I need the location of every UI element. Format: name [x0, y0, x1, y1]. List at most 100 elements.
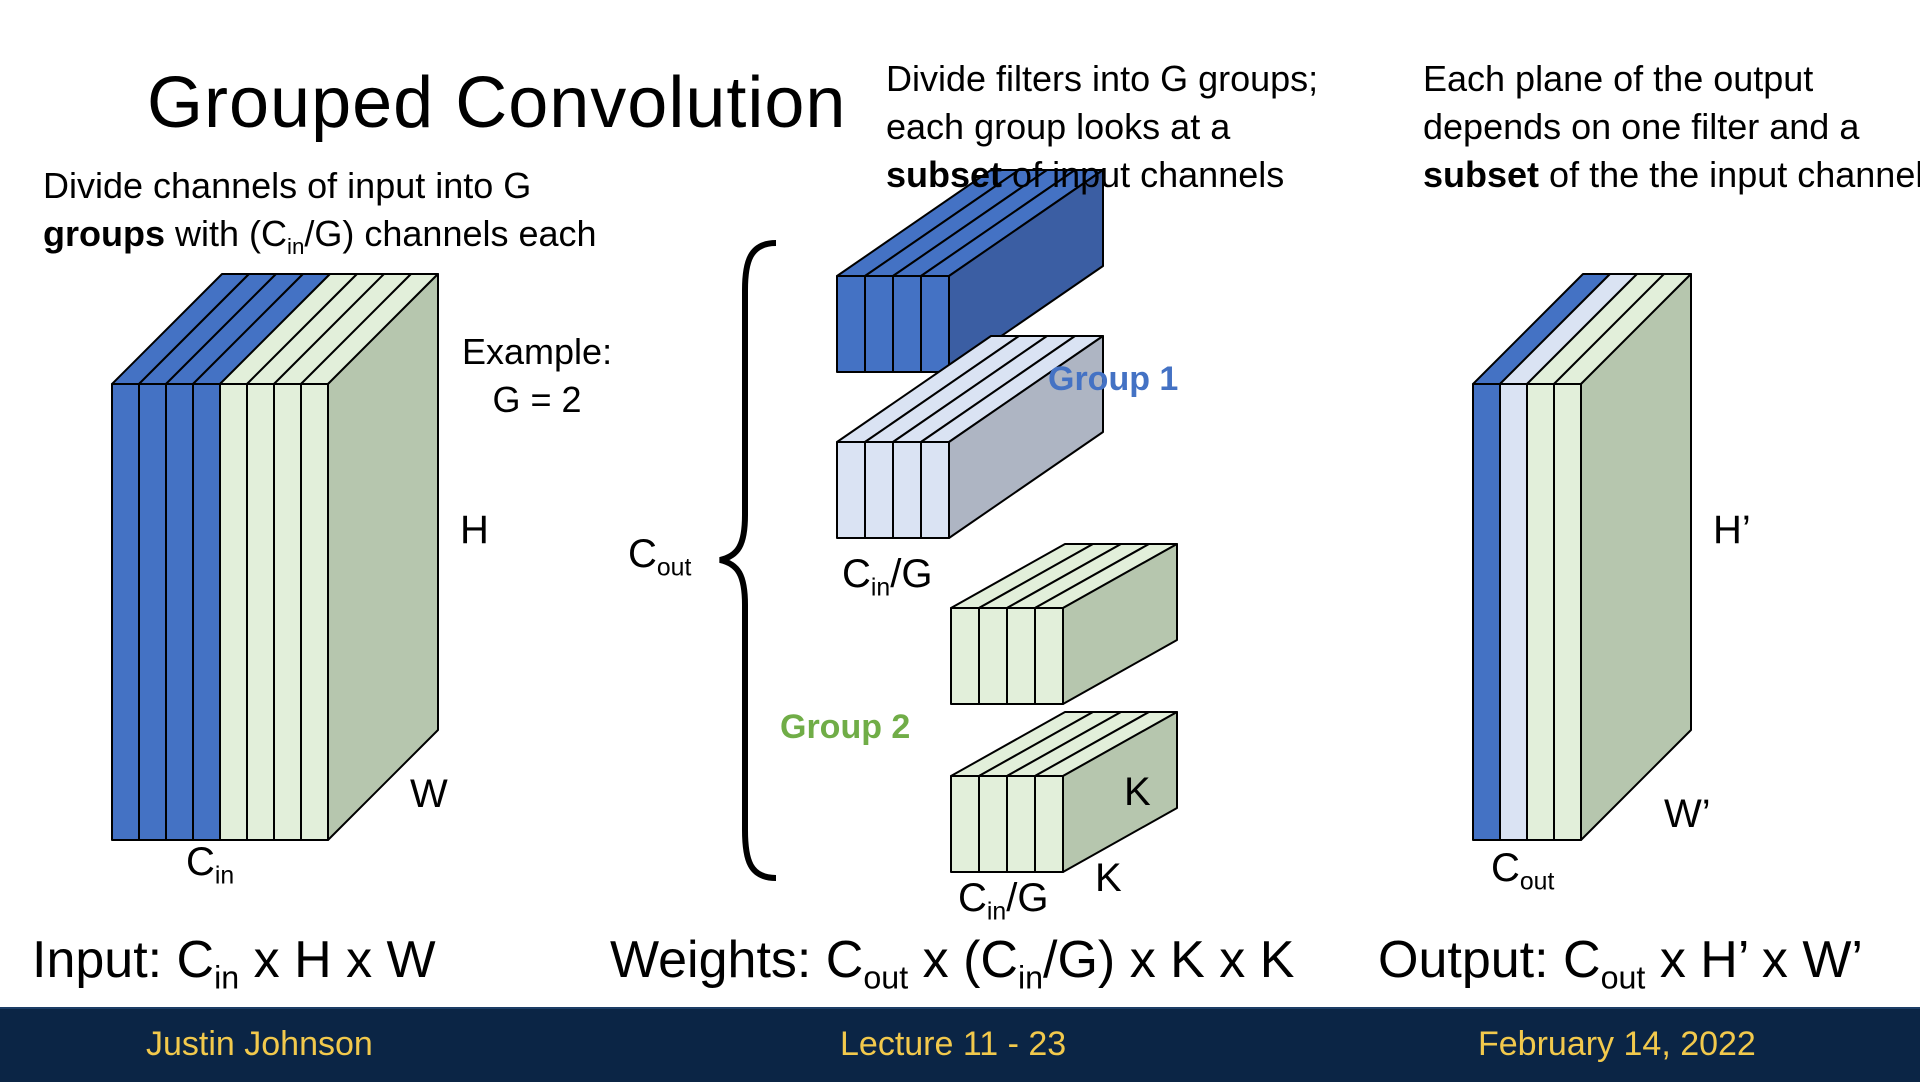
kernel-height-label: K: [1124, 770, 1151, 814]
subscript: in: [214, 959, 240, 996]
grouped-convolution-diagram: [111, 169, 1692, 881]
output-channels-label: Cout: [1491, 846, 1554, 897]
input-width-label: W: [410, 772, 448, 816]
filter-3-slice-front: [978, 607, 1008, 705]
example-box: Example: G = 2: [462, 328, 612, 424]
filter-count-label: Cout: [628, 532, 691, 583]
subscript: out: [863, 959, 909, 996]
filter-3-slice-front: [1006, 607, 1036, 705]
label-text: C: [628, 532, 657, 576]
caption-line: Divide channels of input into G: [43, 165, 532, 206]
filter-1-side: [948, 169, 1104, 373]
filter-2-side: [948, 335, 1104, 539]
input-slice-front: [246, 383, 275, 841]
group-1-label: Group 1: [1048, 360, 1179, 398]
formula-text: Weights: C: [610, 931, 864, 989]
label-text: C: [1491, 846, 1520, 890]
output-side: [1580, 273, 1692, 841]
footer-author: Justin Johnson: [146, 1025, 373, 1063]
output-width-label: W’: [1664, 792, 1711, 836]
footer-date: February 14, 2022: [1478, 1025, 1756, 1063]
filter-4-side: [1062, 711, 1178, 873]
caption-bold: subset: [886, 154, 1003, 195]
input-side: [327, 273, 439, 841]
caption-output-planes: Each plane of the output depends on one …: [1423, 55, 1920, 199]
output-slice-front: [1553, 383, 1582, 841]
filter-2-slice-front: [920, 441, 950, 539]
input-slice-front: [219, 383, 248, 841]
subscript: in: [214, 862, 235, 890]
caption-line: subset of input channels: [886, 151, 1318, 199]
caption-line: Divide filters into G groups;: [886, 58, 1319, 99]
label-text: C: [958, 876, 987, 920]
kernel-depth-label: Cin/G: [958, 876, 1048, 927]
input-shape-formula: Input: Cin x H x W: [32, 930, 436, 996]
footer-lecture: Lecture 11 - 23: [840, 1025, 1067, 1063]
input-channels-label: Cin: [186, 840, 234, 891]
filter-2-slice-front: [892, 441, 922, 539]
slide-title: Grouped Convolution: [147, 63, 847, 143]
output-slice-front: [1526, 383, 1555, 841]
input-slice-front: [300, 383, 329, 841]
label-text: /G: [1006, 876, 1049, 920]
output-slice-front: [1472, 383, 1501, 841]
caption-bold: groups: [43, 213, 165, 254]
filter-2-slice-front: [836, 441, 866, 539]
filters-stack: [836, 169, 1178, 873]
input-slice-front: [138, 383, 167, 841]
label-text: /G: [890, 552, 933, 596]
input-slice-front: [111, 383, 140, 841]
caption-line: Each plane of the output: [1423, 58, 1814, 99]
subscript: out: [1600, 959, 1646, 996]
filter-2-slice-front: [864, 441, 894, 539]
cout-brace: [719, 240, 777, 881]
subscript: out: [1519, 868, 1555, 896]
filter-4-slice-front: [978, 775, 1008, 873]
caption-text: /G) channels each: [304, 213, 597, 254]
filter-3-side: [1062, 543, 1178, 705]
formula-text: x H x W: [239, 931, 436, 989]
kernel-width-label: K: [1095, 856, 1122, 900]
formula-text: x H’ x W’: [1645, 931, 1863, 989]
output-shape-formula: Output: Cout x H’ x W’: [1378, 930, 1863, 996]
label-text: C: [842, 552, 871, 596]
filter-4-slice-front: [1006, 775, 1036, 873]
formula-text: Output: C: [1378, 931, 1601, 989]
formula-text: /G) x K x K: [1043, 931, 1295, 989]
example-label: Example:: [462, 331, 613, 372]
filter-1-slice-front: [920, 275, 950, 373]
subscript: in: [870, 574, 891, 602]
filter-depth-label: Cin/G: [842, 552, 932, 603]
example-value: G = 2: [492, 379, 582, 420]
output-height-label: H’: [1713, 508, 1751, 552]
filter-4-slice-front: [1034, 775, 1064, 873]
formula-text: x (C: [908, 931, 1018, 989]
subscript: in: [986, 898, 1007, 926]
caption-text: with (C: [165, 213, 288, 254]
filter-1-slice-front: [892, 275, 922, 373]
caption-bold: subset: [1423, 154, 1540, 195]
caption-line: subset of the the input channels: [1423, 151, 1920, 199]
output-slice-front: [1499, 383, 1528, 841]
input-height-label: H: [460, 508, 489, 552]
caption-text: of input channels: [1002, 154, 1285, 195]
formula-text: Input: C: [32, 931, 215, 989]
group-2-label: Group 2: [780, 708, 911, 746]
subscript: in: [287, 233, 305, 259]
subscript: in: [1017, 959, 1044, 996]
caption-input-groups: Divide channels of input into G groups w…: [43, 162, 597, 271]
filter-3-slice-front: [1034, 607, 1064, 705]
filter-4-slice-front: [950, 775, 980, 873]
input-slice-front: [192, 383, 221, 841]
output-volume: [1472, 273, 1692, 841]
input-volume: [111, 273, 439, 841]
input-slice-front: [165, 383, 194, 841]
subscript: out: [656, 554, 692, 582]
input-slice-front: [273, 383, 302, 841]
caption-filter-groups: Divide filters into G groups; each group…: [886, 55, 1318, 199]
caption-line: each group looks at a: [886, 106, 1231, 147]
label-text: C: [186, 840, 215, 884]
weights-shape-formula: Weights: Cout x (Cin/G) x K x K: [610, 930, 1294, 996]
footer-bar: Justin Johnson Lecture 11 - 23 February …: [0, 1007, 1920, 1082]
